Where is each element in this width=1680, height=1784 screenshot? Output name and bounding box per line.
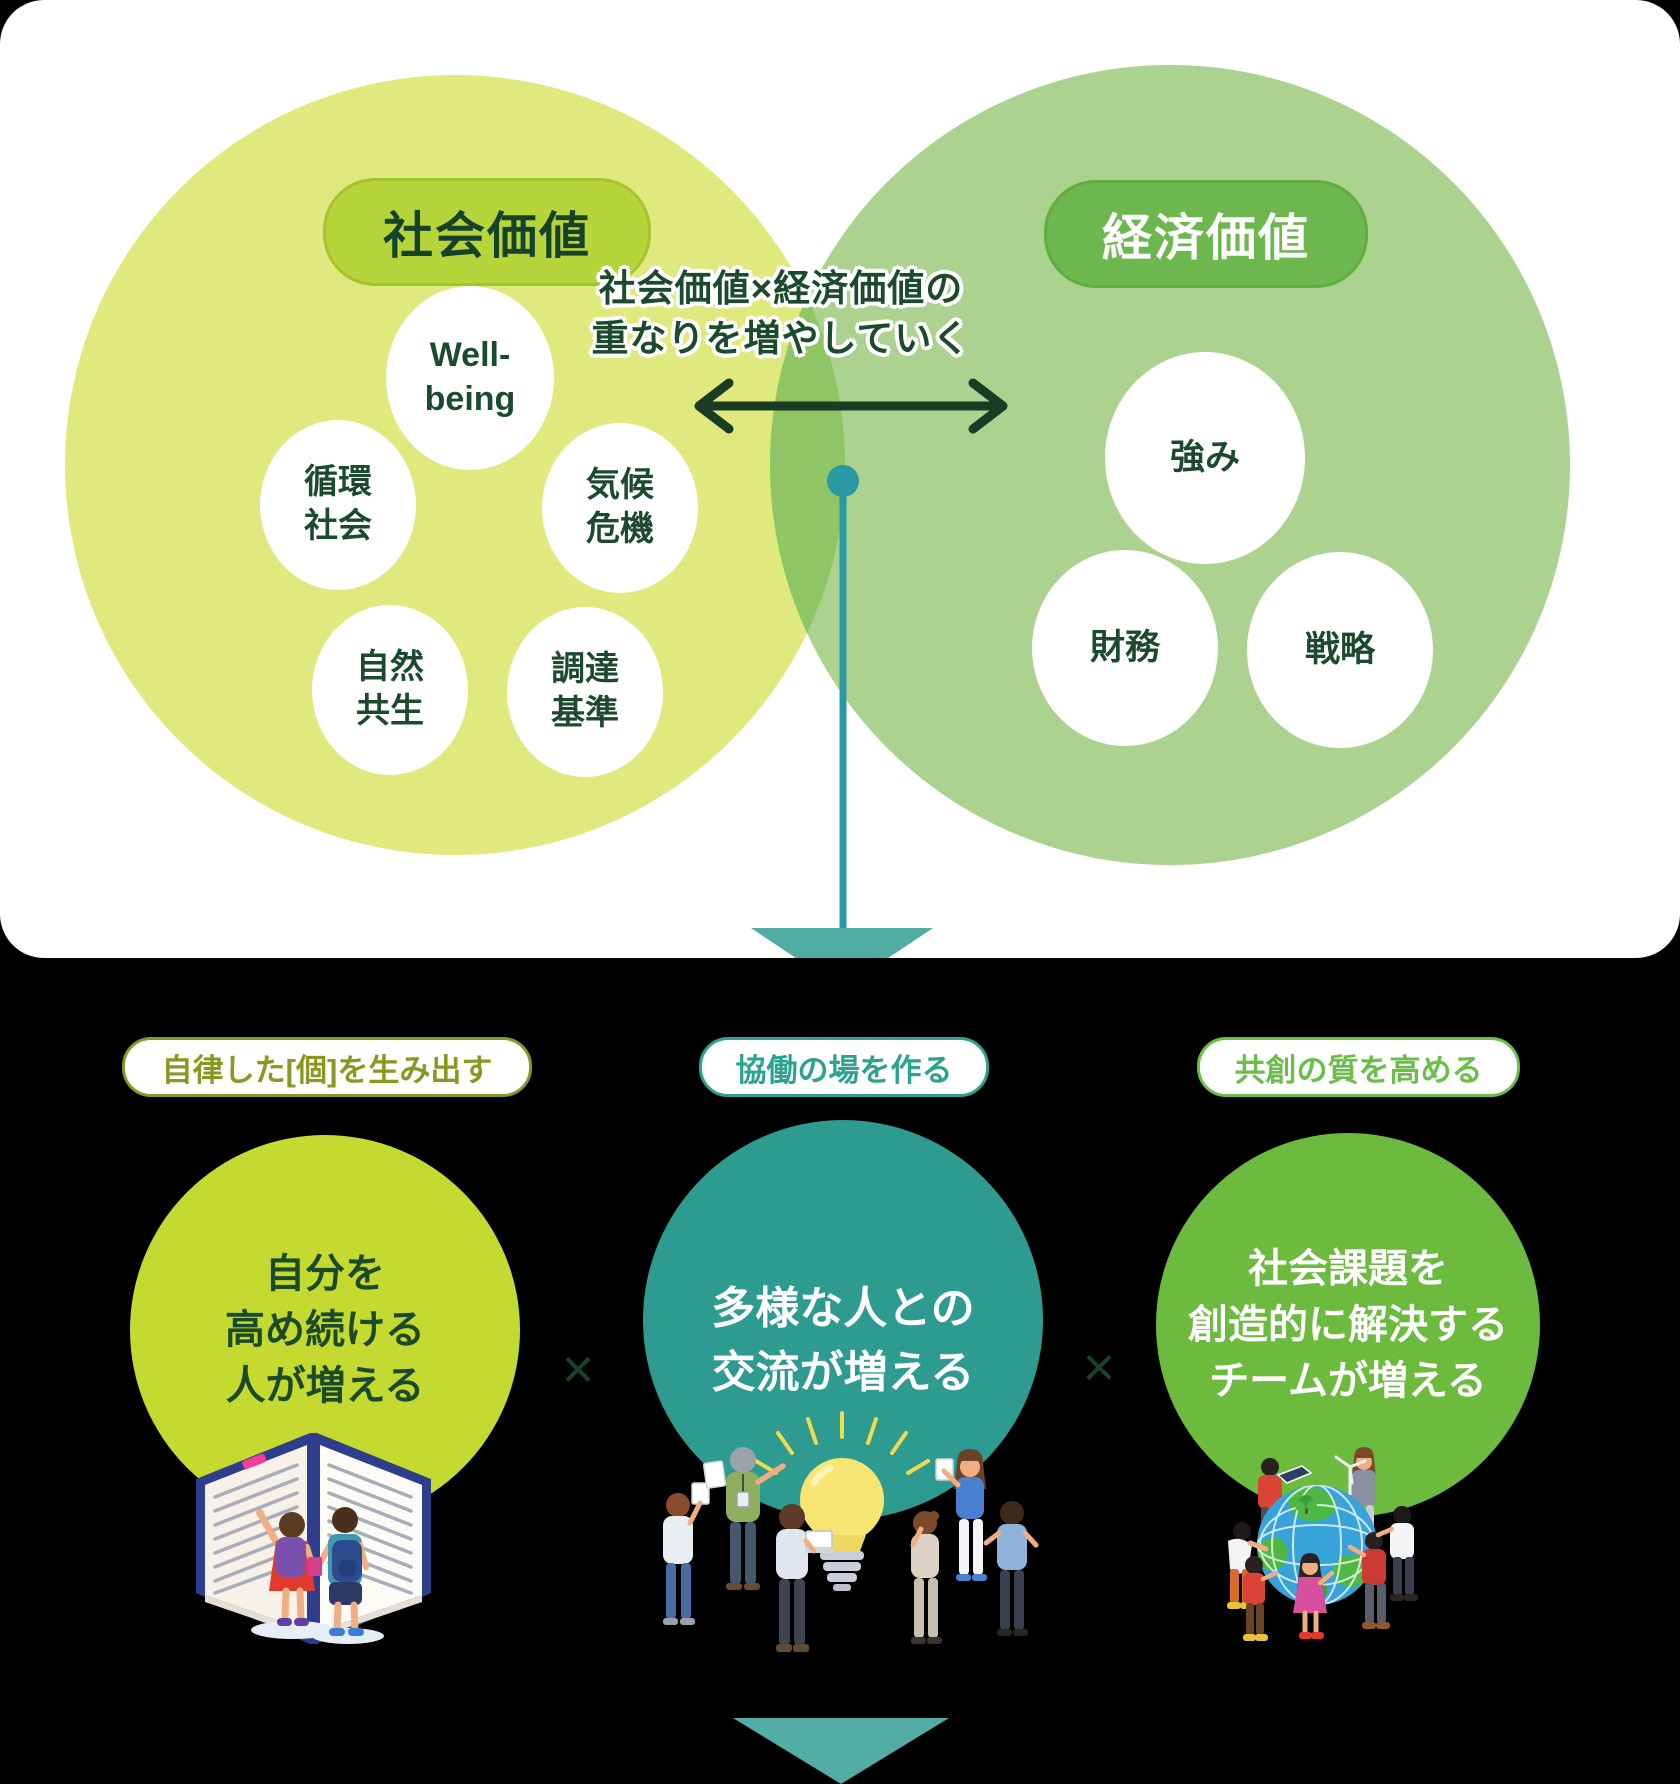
shadow bbox=[312, 1628, 384, 1644]
economic-item-strengths: 強み bbox=[1105, 352, 1305, 564]
item-line: 気候 bbox=[586, 466, 654, 505]
boy-figure bbox=[308, 1507, 369, 1636]
person-girl-pink bbox=[1293, 1553, 1335, 1639]
pillar1-circle: 自分を 高め続ける 人が増える bbox=[130, 1135, 520, 1525]
item-line: 共生 bbox=[356, 692, 424, 730]
person-man-laptop bbox=[776, 1504, 834, 1652]
pillar3-text-line: チームが増える bbox=[1209, 1359, 1487, 1403]
flow-connector bbox=[751, 465, 933, 958]
person-man-right bbox=[983, 1501, 1039, 1636]
item-line: 強み bbox=[1169, 437, 1240, 477]
overlap-note-line2: 重なりを増やしていく bbox=[591, 318, 971, 359]
venn-section-card: 社会価値 経済価値 社会価値×経済価値の 重なりを増やしていく Well- be… bbox=[0, 0, 1680, 958]
pillar3-circle: 社会課題を 創造的に解決する チームが増える bbox=[1156, 1133, 1540, 1517]
venn-diagram bbox=[65, 65, 1570, 958]
economic-item-finance: 財務 bbox=[1032, 550, 1218, 746]
item-line: 戦略 bbox=[1304, 629, 1375, 669]
person-woman-blue-jacket bbox=[935, 1449, 987, 1581]
open-book bbox=[196, 1433, 431, 1644]
pillar3-text-line: 創造的に解決する bbox=[1188, 1303, 1508, 1347]
person-man-red bbox=[1347, 1532, 1390, 1629]
item-line: 社会 bbox=[304, 507, 372, 545]
item-line: 自然 bbox=[356, 648, 424, 687]
item-line: Well- bbox=[429, 336, 511, 375]
pillar1-text-line: 人が増える bbox=[225, 1364, 425, 1408]
people-lightbulb-illustration bbox=[663, 1411, 1039, 1652]
social-item-procurement-standards: 調達 基準 bbox=[507, 607, 663, 777]
pillar1-badge: 自律した[個]を生み出す bbox=[122, 1037, 532, 1097]
pillar3-badge: 共創の質を高める bbox=[1197, 1037, 1520, 1097]
person-older-man bbox=[702, 1447, 786, 1590]
pillar2-text-line: 多様な人との bbox=[711, 1284, 975, 1334]
pillar2-text: 多様な人との 交流が増える bbox=[711, 1277, 975, 1405]
item-line: 調達 bbox=[551, 650, 619, 689]
lightbulb bbox=[800, 1458, 884, 1591]
connector-arrowhead-icon bbox=[751, 928, 933, 958]
pillar1-text-line: 自分を bbox=[265, 1252, 385, 1296]
social-item-circular-society: 循環 社会 bbox=[260, 420, 416, 590]
pillar2-badge: 協働の場を作る bbox=[699, 1037, 989, 1097]
item-line: 基準 bbox=[551, 694, 619, 732]
girl-figure bbox=[256, 1509, 316, 1626]
children-reading-book-illustration bbox=[196, 1433, 431, 1644]
item-line: 財務 bbox=[1089, 627, 1160, 667]
social-value-badge: 社会価値 bbox=[323, 178, 651, 286]
pillar2-text-line: 交流が増える bbox=[711, 1348, 975, 1397]
connector-line bbox=[839, 481, 847, 928]
multiply-operator: × bbox=[1082, 1334, 1116, 1398]
pillar3-text-line: 社会課題を bbox=[1248, 1247, 1448, 1291]
page-text-lines bbox=[213, 1463, 413, 1595]
item-line: being bbox=[424, 380, 516, 418]
overlap-note-line1: 社会価値×経済価値の bbox=[598, 268, 964, 309]
person-woman-beige bbox=[910, 1511, 942, 1644]
person-boy-red bbox=[1243, 1556, 1279, 1641]
people-globe-illustration bbox=[1227, 1447, 1418, 1641]
social-item-climate-crisis: 気候 危機 bbox=[542, 423, 698, 593]
item-line: 循環 bbox=[304, 463, 372, 502]
bidirectional-arrow bbox=[694, 378, 1008, 434]
social-item-wellbeing: Well- being bbox=[386, 286, 554, 470]
economic-item-strategy: 戦略 bbox=[1247, 552, 1433, 748]
social-item-nature-coexistence: 自然 共生 bbox=[312, 605, 468, 775]
section-down-arrow-icon bbox=[733, 1718, 949, 1784]
pillar1-text-line: 高め続ける bbox=[225, 1308, 425, 1352]
overlap-note: 社会価値×経済価値の 重なりを増やしていく bbox=[555, 264, 1007, 364]
globe bbox=[1257, 1455, 1377, 1605]
economic-value-badge: 経済価値 bbox=[1044, 180, 1368, 288]
item-line: 危機 bbox=[586, 510, 654, 548]
person-man-white bbox=[1375, 1506, 1418, 1601]
multiply-operator: × bbox=[561, 1336, 595, 1400]
person-woman-left bbox=[663, 1482, 710, 1625]
